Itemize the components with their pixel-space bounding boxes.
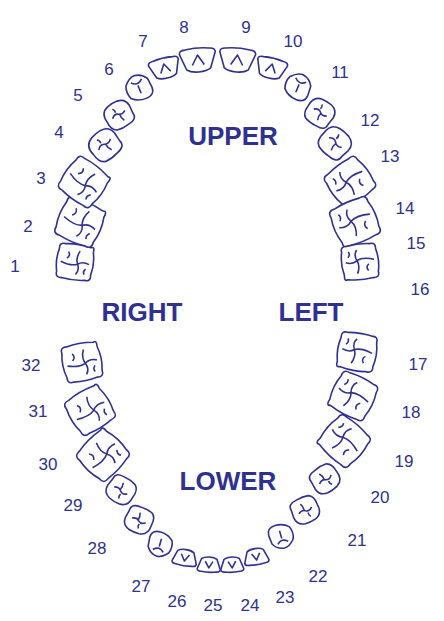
tooth-number: 18 [402,404,421,421]
incisor [147,55,182,82]
tooth-number: 11 [331,64,349,81]
canine [266,521,296,551]
canine [122,71,155,104]
tooth-number: 13 [381,148,400,165]
molar [59,340,105,385]
tooth-number: 20 [371,489,390,506]
tooth-number: 14 [396,200,415,217]
tooth-number: 7 [138,33,147,50]
incisor [179,46,217,73]
molar [326,194,383,250]
tooth-number: 25 [204,597,223,614]
molar [335,330,379,373]
canine [145,530,175,560]
tooth-number: 3 [36,170,45,187]
tooth-number: 6 [104,61,113,78]
tooth-number: 12 [361,112,380,129]
molar [314,411,374,471]
tooth-number: 27 [132,578,151,595]
premolar [121,503,156,537]
tooth-number: 31 [29,403,48,420]
premolar [287,493,323,528]
tooth-number: 5 [73,87,82,104]
incisor [243,547,270,567]
tooth-number: 22 [309,568,328,585]
incisor [218,46,256,73]
tooth-number: 26 [168,593,187,610]
molar [325,368,381,423]
incisor [197,556,221,573]
tooth-number: 4 [54,124,63,141]
incisor [172,548,199,568]
canine [281,70,314,103]
tooth-number: 28 [88,540,107,557]
arch-label: UPPER [188,123,278,149]
tooth-number: 19 [395,453,414,470]
arch-label: RIGHT [102,299,183,325]
molar [61,382,118,439]
premolar [301,94,339,131]
tooth-number: 23 [276,589,295,606]
premolar [100,96,137,133]
tooth-number: 21 [348,532,367,549]
tooth-number: 10 [284,33,303,50]
premolar [84,124,126,165]
arch-label: LOWER [180,468,277,494]
arch-label: LEFT [279,299,344,325]
molar [54,242,95,282]
tooth-number: 1 [10,258,19,275]
tooth-number: 17 [409,356,428,373]
tooth-number: 29 [64,497,83,514]
tooth-number: 15 [407,235,426,252]
tooth-number: 8 [179,19,188,36]
tooth-number: 2 [23,218,32,235]
premolar [306,460,344,498]
molar [339,242,380,282]
incisor [220,556,244,573]
tooth-number: 16 [411,281,430,298]
tooth-number: 9 [241,19,250,36]
incisor [254,55,289,82]
tooth-number: 30 [39,456,58,473]
tooth-number: 24 [241,597,260,614]
tooth-number: 32 [22,357,41,374]
